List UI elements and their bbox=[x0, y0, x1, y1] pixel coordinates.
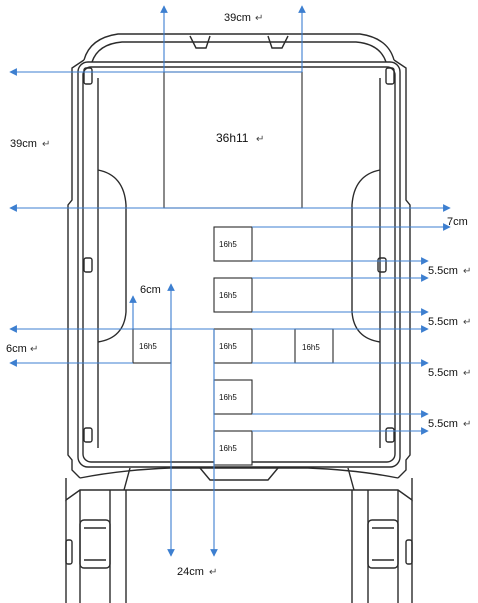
label-left-height: 39cm bbox=[10, 138, 37, 150]
label-right-pitch-4: 5.5cm bbox=[428, 418, 458, 430]
label-big-hole: 36h11 bbox=[216, 131, 249, 145]
return-mark: ↵ bbox=[42, 139, 50, 150]
label-small-hole-right: 16h5 bbox=[302, 343, 320, 352]
label-right-pitch-2: 5.5cm bbox=[428, 316, 458, 328]
label-small-hole-2: 16h5 bbox=[219, 291, 237, 300]
label-left-vertical-gap: 6cm bbox=[140, 284, 161, 296]
label-right-gap-top: 7cm bbox=[447, 216, 468, 228]
return-mark: ↵ bbox=[209, 567, 217, 578]
return-mark: ↵ bbox=[463, 317, 471, 328]
small-tag-box-2 bbox=[213, 277, 253, 313]
label-small-hole-1: 16h5 bbox=[219, 240, 237, 249]
label-left-horizontal-gap: 6cm bbox=[6, 343, 27, 355]
return-mark: ↵ bbox=[30, 344, 38, 355]
label-small-hole-5: 16h5 bbox=[219, 444, 237, 453]
label-top-width: 39cm bbox=[224, 12, 251, 24]
small-tag-box-3 bbox=[213, 328, 253, 364]
dimension-lines bbox=[9, 5, 451, 557]
labels: 39cm ↵ 39cm ↵ 36h11 ↵ 16h5 16h5 16h5 16h… bbox=[6, 12, 471, 578]
robot-body-outline bbox=[65, 33, 413, 603]
return-mark: ↵ bbox=[255, 13, 263, 24]
label-small-hole-3: 16h5 bbox=[219, 342, 237, 351]
return-mark: ↵ bbox=[463, 419, 471, 430]
return-mark: ↵ bbox=[463, 368, 471, 379]
small-tag-box-1 bbox=[213, 226, 253, 262]
small-tag-box-5 bbox=[213, 430, 253, 466]
small-tag-box-4 bbox=[213, 379, 253, 415]
label-bottom-height: 24cm bbox=[177, 566, 204, 578]
label-small-hole-left: 16h5 bbox=[139, 342, 157, 351]
label-small-hole-4: 16h5 bbox=[219, 393, 237, 402]
label-right-pitch-1: 5.5cm bbox=[428, 265, 458, 277]
return-mark: ↵ bbox=[256, 134, 264, 145]
return-mark: ↵ bbox=[463, 266, 471, 277]
label-right-pitch-3: 5.5cm bbox=[428, 367, 458, 379]
tag-boxes bbox=[132, 71, 334, 466]
